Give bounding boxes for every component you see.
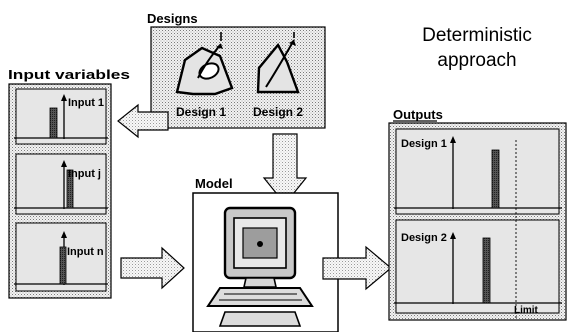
input-j-label: Input j	[68, 168, 101, 180]
limit-label: Limit	[514, 305, 539, 316]
title-line-2: approach	[437, 50, 516, 71]
outputs-heading: Outputs	[393, 107, 443, 122]
output-design-2-label: Design 2	[401, 232, 447, 244]
designs-heading: Designs	[147, 11, 198, 26]
design-2-label: Design 2	[253, 105, 303, 119]
output-design-2-bar	[482, 237, 491, 304]
output-design-1-label: Design 1	[401, 138, 447, 150]
output-design-1-plot: Design 1	[394, 128, 562, 215]
input-1-plot: Input 1	[14, 88, 108, 145]
arrow-model-to-outputs	[322, 245, 392, 291]
input-variables-group: Input variables Input 1 Input j	[8, 67, 130, 299]
input-n-bar	[59, 246, 67, 285]
model-heading: Model	[195, 176, 233, 191]
input-1-bar	[49, 107, 58, 139]
design-1-label: Design 1	[176, 105, 226, 119]
title-line-1: Deterministic	[422, 25, 532, 46]
model-group: Model	[192, 176, 339, 332]
arrow-designs-to-model	[262, 133, 308, 205]
output-design-1-bar	[491, 149, 500, 209]
arrow-inputs-to-model	[120, 246, 185, 290]
arrow-designs-to-inputs	[117, 103, 169, 139]
design-2-shape	[256, 32, 300, 94]
outputs-group: Outputs Design 1 Design 2 Limit	[388, 107, 567, 321]
input-n-plot: Input n	[14, 222, 108, 292]
input-1-label: Input 1	[68, 97, 104, 109]
computer-icon	[206, 206, 314, 327]
input-variables-heading: Input variables	[8, 67, 130, 82]
input-j-bar	[66, 169, 74, 209]
designs-group: Designs Design 1 Design 2	[147, 11, 326, 129]
output-design-2-plot: Design 2	[394, 219, 562, 314]
input-j-plot: Input j	[14, 153, 108, 215]
design-1-shape	[175, 32, 234, 96]
input-n-label: Input n	[67, 246, 104, 258]
diagram-title: Deterministic approach	[422, 25, 532, 71]
